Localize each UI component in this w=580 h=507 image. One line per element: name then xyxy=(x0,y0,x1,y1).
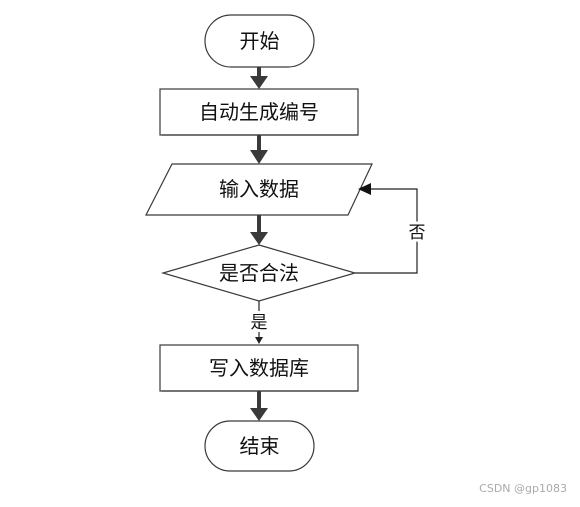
flow-arrow xyxy=(250,215,268,245)
is-valid-label: 是否合法 xyxy=(219,261,299,285)
yes-branch-arrow xyxy=(255,301,263,344)
no-label: 否 xyxy=(409,223,426,243)
no-branch-arrow xyxy=(355,183,418,274)
write-db-label: 写入数据库 xyxy=(209,356,309,380)
auto-number-node: 自动生成编号 xyxy=(159,88,359,136)
flow-arrow xyxy=(250,135,268,164)
start-node: 开始 xyxy=(204,14,315,68)
auto-number-label: 自动生成编号 xyxy=(199,100,319,124)
watermark: CSDN @gp1083 xyxy=(479,482,567,495)
start-label: 开始 xyxy=(240,29,280,53)
flow-arrow xyxy=(250,67,268,89)
end-label: 结束 xyxy=(240,434,280,458)
yes-label: 是 xyxy=(251,313,268,333)
flow-arrow xyxy=(250,391,268,421)
write-db-node: 写入数据库 xyxy=(159,344,359,392)
input-data-label: 输入数据 xyxy=(219,177,299,201)
is-valid-node: 是否合法 xyxy=(160,244,358,302)
end-node: 结束 xyxy=(204,420,315,472)
input-data-node: 输入数据 xyxy=(145,163,373,216)
